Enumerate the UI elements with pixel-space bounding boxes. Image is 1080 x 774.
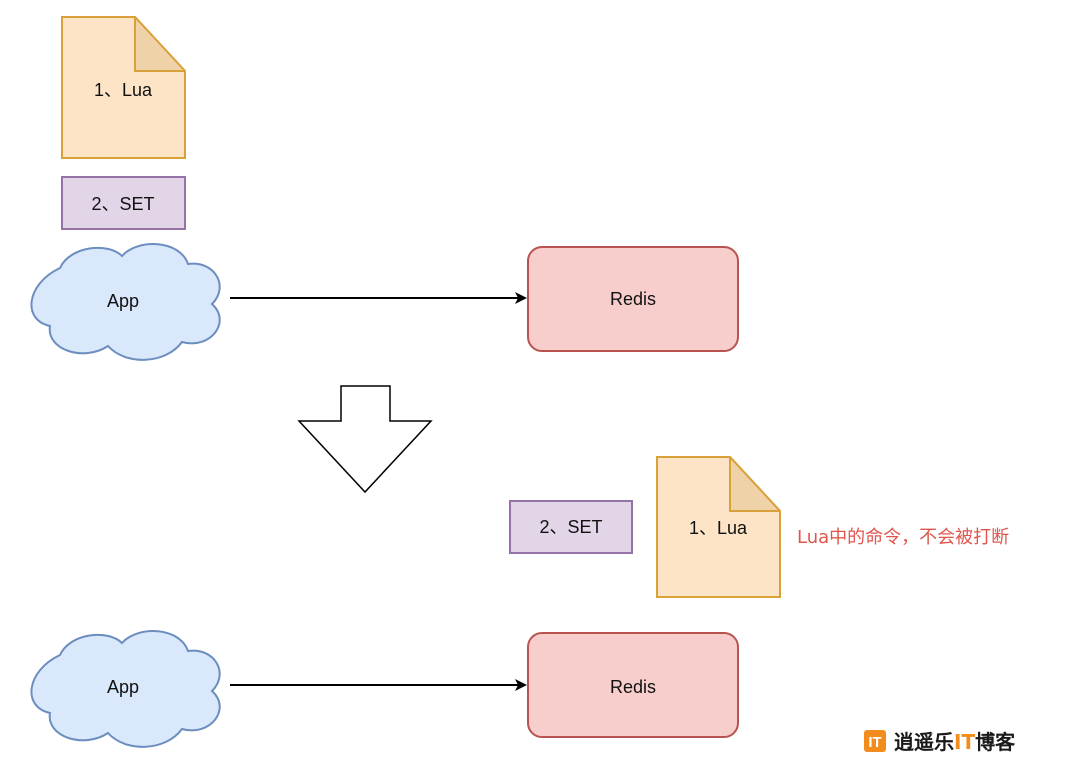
watermark-text-part2: 博客 (975, 730, 1016, 754)
top-redis-box: Redis (527, 246, 739, 352)
top-redis-label: Redis (610, 289, 656, 309)
bottom-set-label: 2、SET (539, 517, 602, 537)
bottom-set-rect (509, 500, 633, 554)
watermark-text: 逍遥乐IT博客 (894, 730, 1016, 754)
watermark-icon-text: IT (868, 734, 881, 751)
watermark-icon (864, 730, 886, 752)
bottom-lua-document: 1、Lua (656, 456, 781, 598)
top-set-label: 2、SET (91, 194, 154, 214)
top-set-rect (61, 176, 186, 230)
bottom-redis-label: Redis (610, 677, 656, 697)
transition-down-arrow (297, 385, 433, 494)
top-lua-label: 1、Lua (94, 80, 153, 100)
bottom-lua-document-fold (729, 456, 781, 512)
bottom-app-cloud: App (30, 630, 221, 748)
watermark-text-part1: 逍遥乐 (894, 730, 954, 754)
top-lua-document: 1、Lua (61, 16, 186, 159)
bottom-note-text: Lua中的命令，不会被打断 (797, 527, 1009, 548)
bottom-redis-box: Redis (527, 632, 739, 738)
bottom-app-cloud-shape (30, 630, 221, 748)
bottom-set-box: 2、SET (509, 500, 633, 554)
top-app-cloud-shape (30, 243, 221, 361)
watermark: IT 逍遥乐IT博客 (864, 730, 1016, 754)
top-app-cloud: App (30, 243, 221, 361)
bottom-lua-label: 1、Lua (689, 518, 748, 538)
top-app-label: App (107, 291, 139, 311)
bottom-redis-rect (527, 632, 739, 738)
top-redis-rect (527, 246, 739, 352)
top-set-box: 2、SET (61, 176, 186, 230)
watermark-text-accent: IT (954, 730, 975, 754)
top-lua-document-fold (134, 16, 186, 72)
bottom-app-label: App (107, 677, 139, 697)
